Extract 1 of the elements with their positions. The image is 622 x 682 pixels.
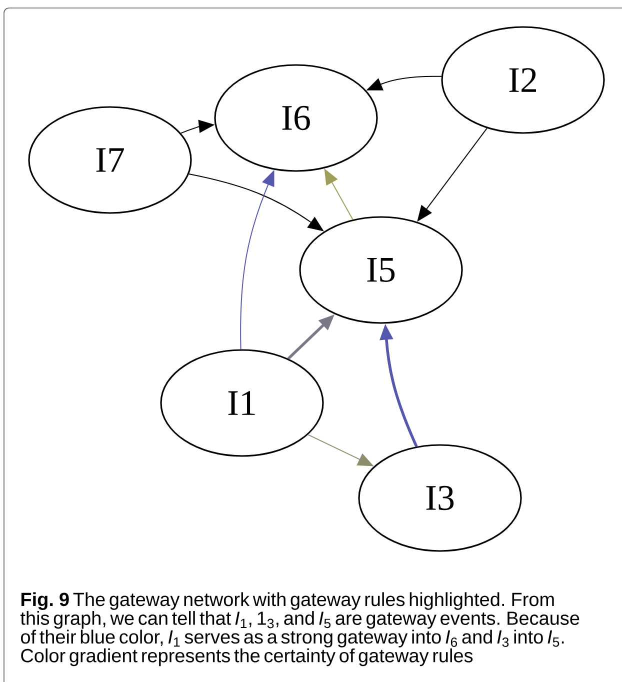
figure-caption: Fig. 9 The gateway network with gateway rules highlighted. From this graph, we can tell that I$_{1}$, 1$_{3}$, and I$_{5}$ are gateway events. Because of their blue color, I$_{1}$ serves as a strong gateway into I$_{6}$ and I$_{3}$ into I$_{5}$. Color gradient represents the certainty of gateway rules: [20, 592, 580, 666]
